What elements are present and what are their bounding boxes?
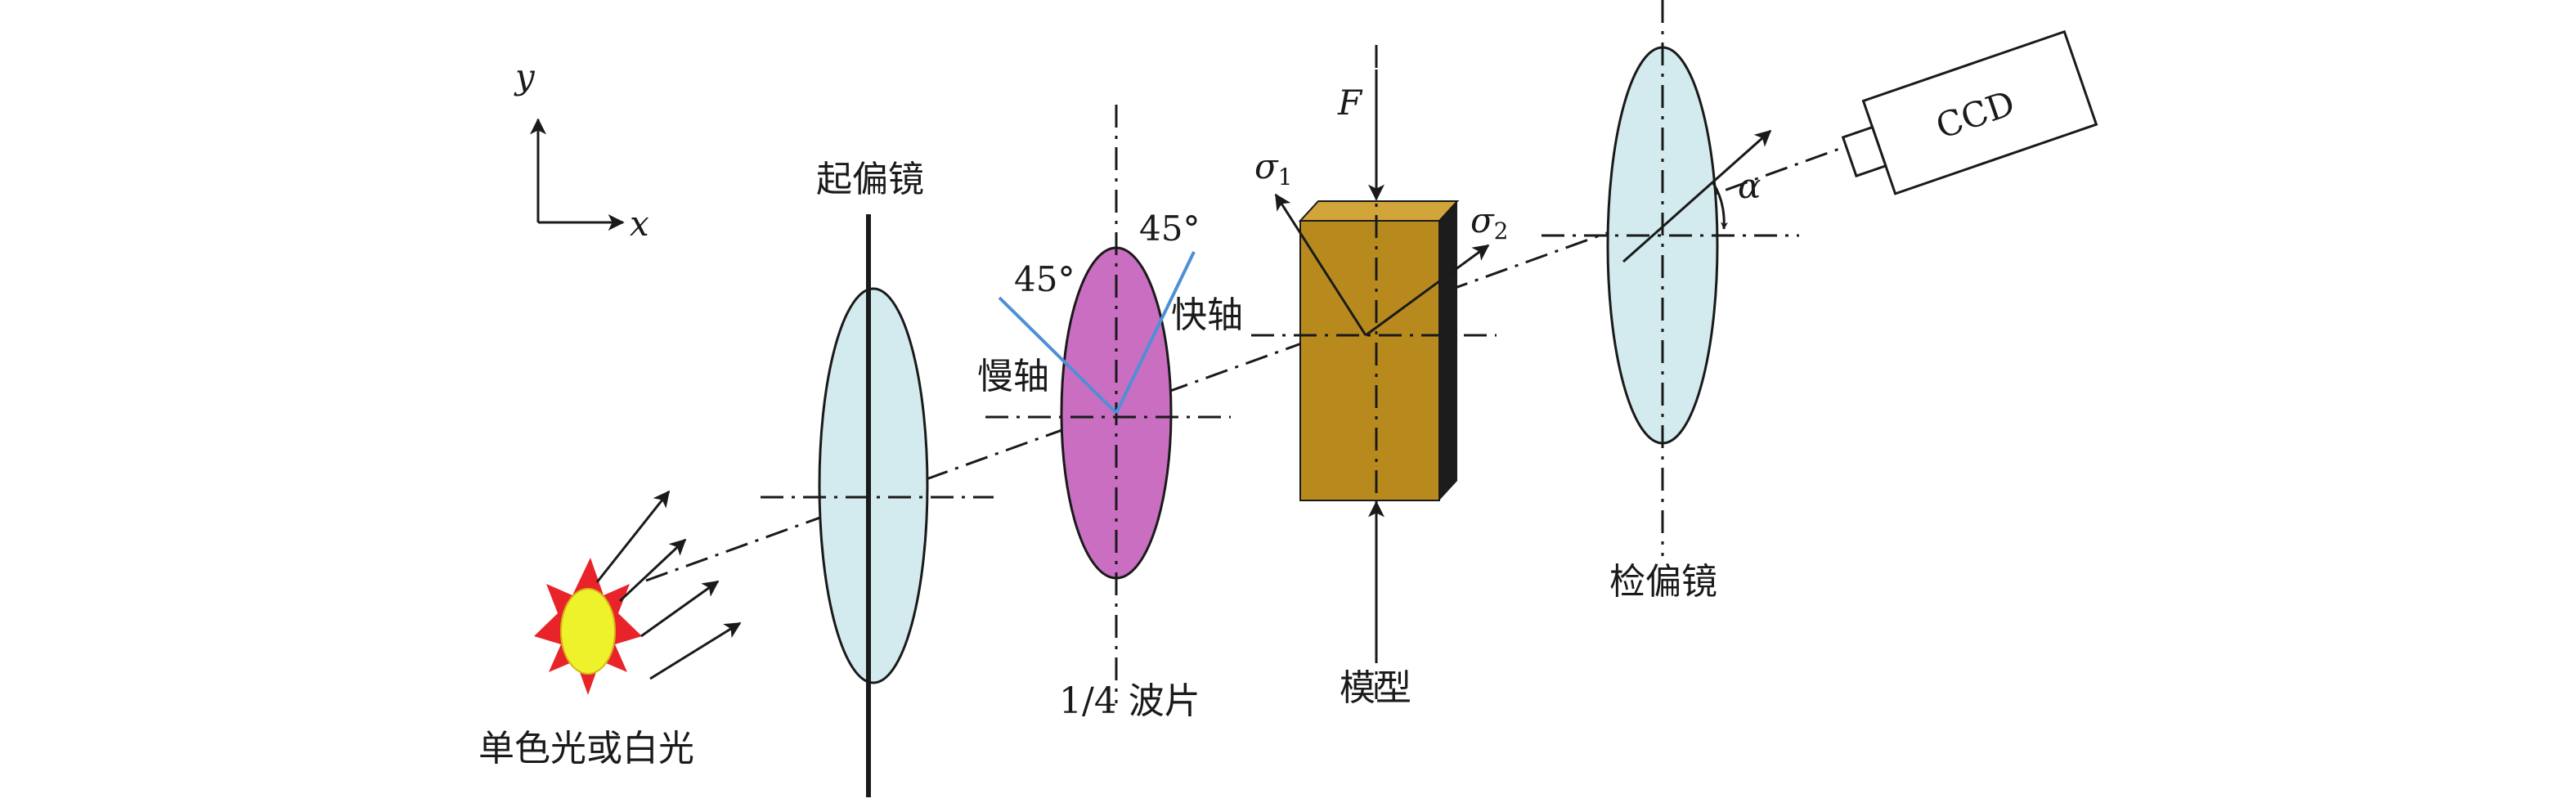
analyzer-label: 检偏镜 <box>1609 561 1717 603</box>
light-source: 单色光或白光 <box>478 490 742 769</box>
sigma2-arrow <box>1365 244 1490 337</box>
light-ray-arrow <box>595 490 671 583</box>
y-axis-label: y <box>514 56 536 96</box>
source-label: 单色光或白光 <box>478 728 694 769</box>
model-top-face <box>1298 200 1460 222</box>
sigma1-arrow <box>1274 193 1367 336</box>
analyzer: α 检偏镜 <box>1542 0 1799 603</box>
model-label: 模型 <box>1340 667 1411 709</box>
fast-axis-line <box>1115 251 1196 414</box>
slow-axis-label: 慢轴 <box>977 356 1049 397</box>
alpha-label: α <box>1738 166 1761 206</box>
force-label: F <box>1337 83 1363 123</box>
light-ray-arrow <box>640 580 720 638</box>
quarter-wave-plate: 45° 45° 慢轴 快轴 1/4 波片 <box>977 105 1243 722</box>
sigma2-label: σ2 <box>1470 200 1509 244</box>
polarizer-label: 起偏镜 <box>816 159 924 200</box>
polarizer: 起偏镜 <box>761 159 994 797</box>
slow-axis-line <box>998 296 1118 415</box>
light-ray-arrow <box>618 538 687 603</box>
model-side-face <box>1439 201 1457 500</box>
camera-lens <box>1841 125 1887 178</box>
light-ray-arrow <box>649 621 742 680</box>
model-front-face <box>1299 220 1440 501</box>
model: F σ1 σ2 模型 <box>1251 45 1509 709</box>
waveplate-label: 1/4 波片 <box>1059 680 1200 722</box>
analyzer-polarization-arrow <box>1622 129 1772 263</box>
coordinate-axes: y x <box>514 56 649 244</box>
x-axis-label: x <box>630 204 649 244</box>
angle-right-label: 45° <box>1139 209 1200 249</box>
sigma1-label: σ1 <box>1254 146 1293 191</box>
sun-core <box>560 588 616 675</box>
ccd-camera-icon: CCD <box>1841 29 2098 195</box>
polarizer-lens <box>818 287 929 684</box>
angle-left-label: 45° <box>1014 259 1075 299</box>
fast-axis-label: 快轴 <box>1171 294 1243 336</box>
alpha-angle-arc <box>1712 182 1729 230</box>
